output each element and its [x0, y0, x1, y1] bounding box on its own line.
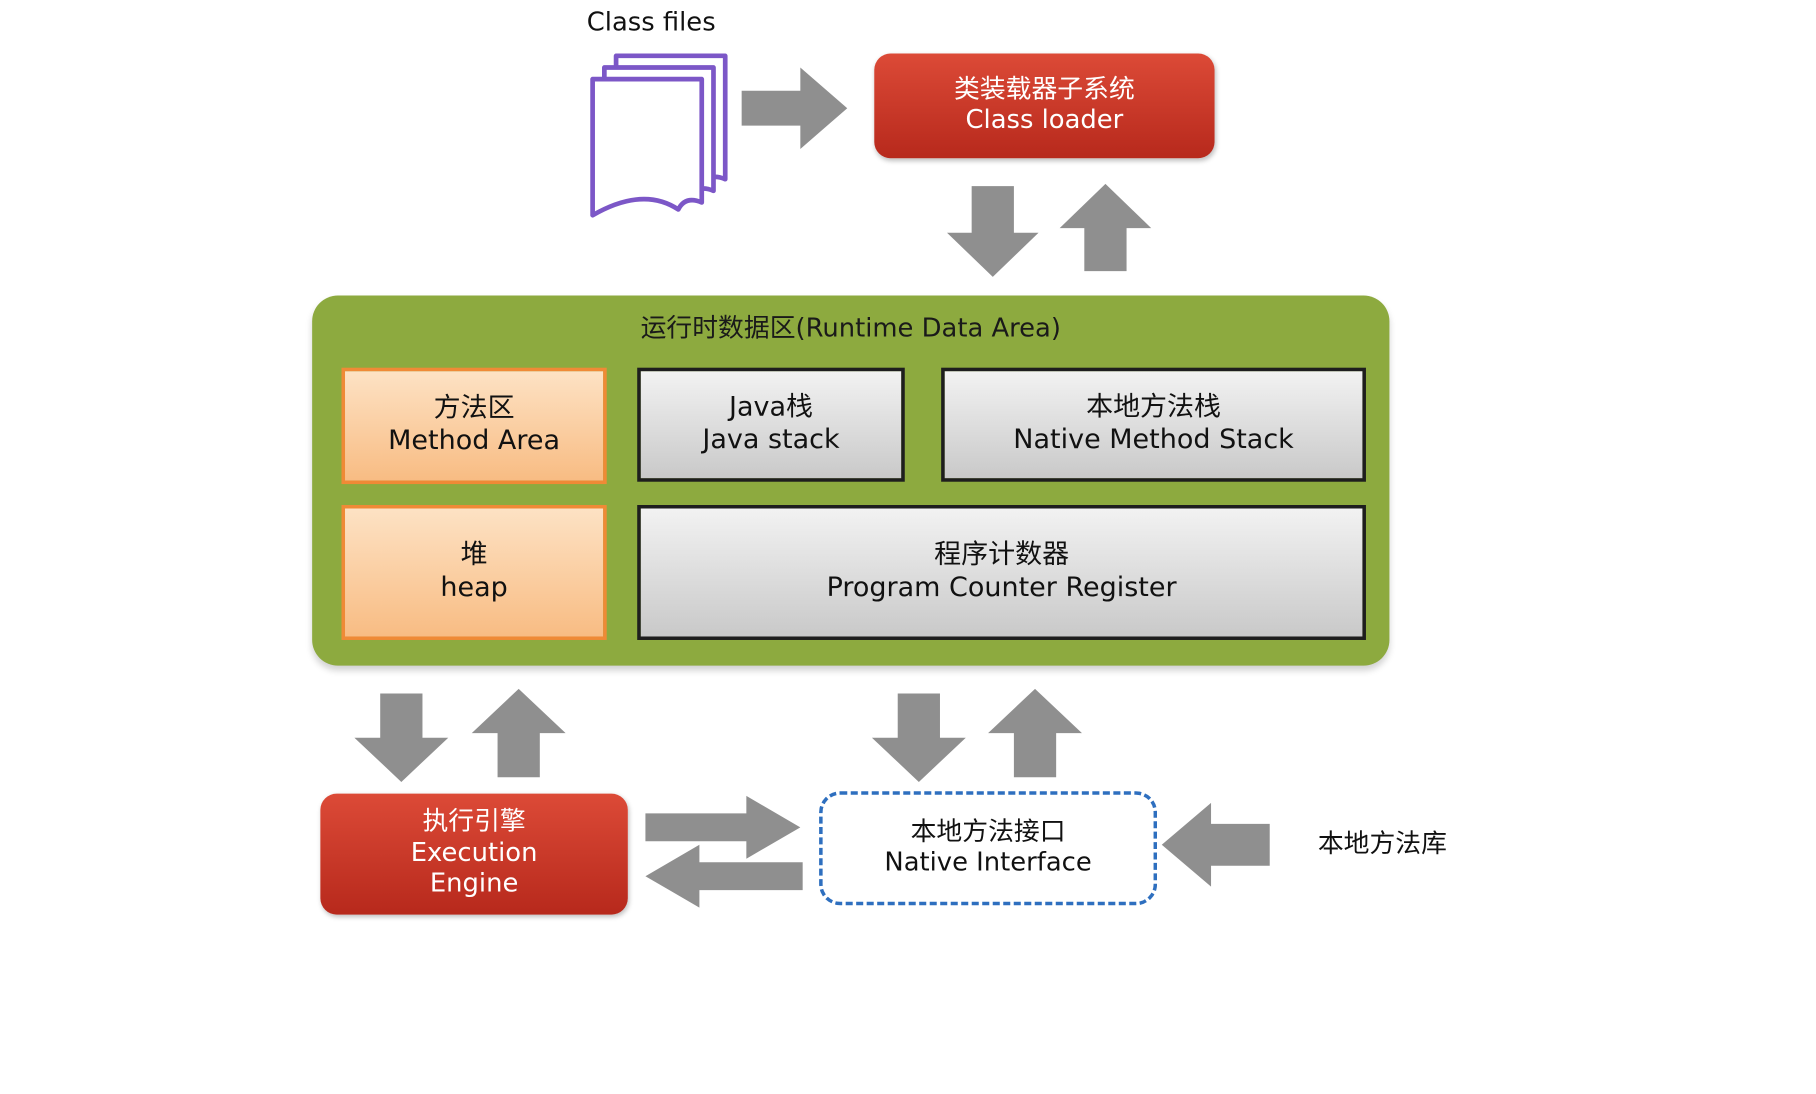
native-interface-english: Native Interface: [884, 848, 1092, 878]
arrow-up-engine-to-runtime: [471, 688, 566, 778]
native-interface-chinese: 本地方法接口: [910, 817, 1066, 847]
native-method-stack-chinese: 本地方法栈: [1086, 392, 1222, 423]
heap-box: 堆 heap: [341, 505, 607, 640]
arrow-left-native-interface-to-engine: [645, 844, 803, 908]
program-counter-register-box: 程序计数器 Program Counter Register: [637, 505, 1366, 640]
class-files-label: Class files: [586, 8, 716, 38]
program-counter-chinese: 程序计数器: [934, 540, 1070, 571]
execution-engine-english-line2: Engine: [429, 869, 519, 899]
arrow-down-loader-to-runtime: [947, 186, 1039, 277]
runtime-data-area-title: 运行时数据区(Runtime Data Area): [640, 313, 1061, 344]
java-stack-chinese: Java栈: [728, 392, 813, 423]
arrow-up-runtime-to-loader: [1059, 183, 1152, 272]
native-interface-box: 本地方法接口 Native Interface: [819, 791, 1158, 906]
arrow-left-library-to-native-interface: [1161, 802, 1270, 887]
class-loader-box: 类装载器子系统 Class loader: [874, 53, 1215, 159]
heap-chinese: 堆: [460, 540, 488, 571]
java-stack-english: Java stack: [702, 424, 840, 455]
method-area-chinese: 方法区: [433, 393, 515, 425]
arrow-right-engine-to-native-interface: [645, 795, 801, 859]
native-method-stack-box: 本地方法栈 Native Method Stack: [941, 367, 1366, 482]
execution-engine-english-line1: Execution: [410, 838, 538, 868]
class-loader-english: Class loader: [965, 105, 1124, 135]
program-counter-english: Program Counter Register: [826, 572, 1177, 603]
class-files-document-icon: [590, 53, 728, 218]
arrow-down-runtime-to-engine: [354, 693, 449, 782]
execution-engine-box: 执行引擎 Execution Engine: [320, 793, 628, 915]
method-area-box: 方法区 Method Area: [341, 367, 607, 485]
arrow-right-classfiles-to-loader: [741, 67, 848, 149]
execution-engine-chinese: 执行引擎: [422, 808, 526, 838]
arrow-down-runtime-to-native-interface: [871, 693, 966, 782]
native-library-label: 本地方法库: [1317, 829, 1447, 859]
class-loader-chinese: 类装载器子系统: [954, 75, 1135, 105]
method-area-english: Method Area: [388, 425, 561, 457]
java-stack-box: Java栈 Java stack: [637, 367, 905, 482]
arrow-up-native-interface-to-runtime: [988, 688, 1082, 778]
native-method-stack-english: Native Method Stack: [1013, 424, 1294, 455]
diagram-graphics: [354, 53, 1270, 908]
heap-english: heap: [440, 572, 508, 603]
